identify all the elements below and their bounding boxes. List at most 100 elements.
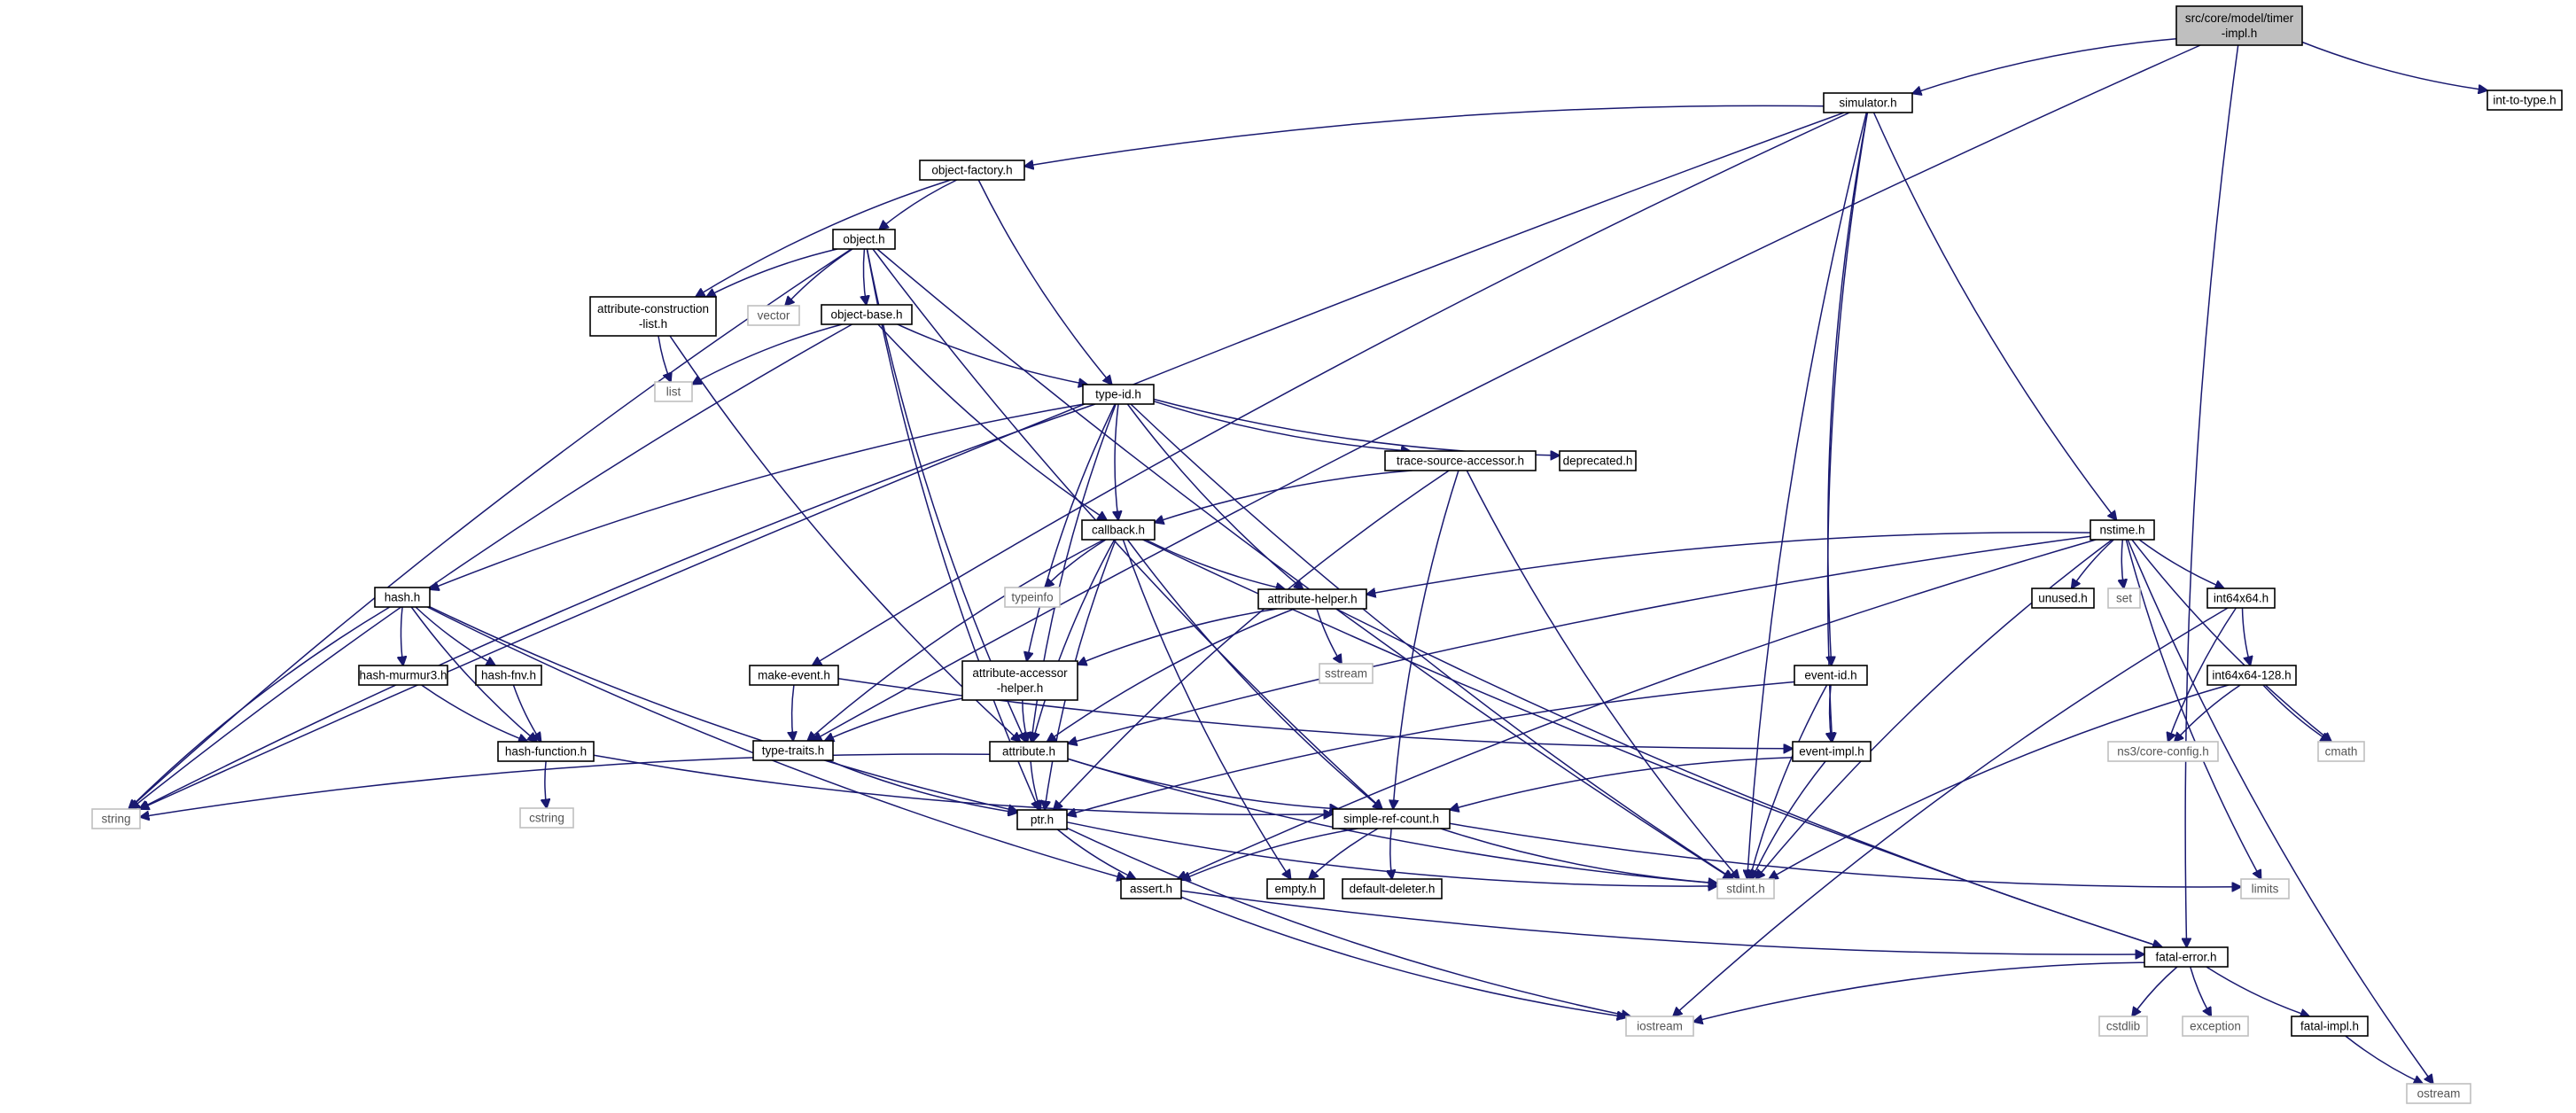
node-hashmurmur[interactable]: hash-murmur3.h — [358, 665, 448, 686]
node-set[interactable]: set — [2107, 588, 2141, 609]
node-box-unused — [2031, 588, 2095, 609]
node-label-vector: vector — [758, 309, 790, 323]
edge-fatalimpl-to-ostream — [2345, 1035, 2423, 1084]
node-ptr[interactable]: ptr.h — [1016, 809, 1068, 830]
edge-root-to-simulator — [1912, 37, 2177, 94]
edge-attribute-to-ptr — [1030, 760, 1040, 810]
node-sstream[interactable]: sstream — [1319, 663, 1374, 684]
node-label-string: string — [101, 813, 130, 826]
edge-object-to-attrconstlist — [706, 248, 838, 297]
node-label-list: list — [666, 385, 681, 399]
node-cstdlib[interactable]: cstdlib — [2098, 1016, 2148, 1037]
node-fatalimpl[interactable]: fatal-impl.h — [2291, 1016, 2369, 1037]
node-hash[interactable]: hash.h — [374, 587, 431, 608]
node-hashfunction[interactable]: hash-function.h — [497, 741, 595, 762]
node-box-cstring — [519, 807, 574, 829]
node-attrconstlist[interactable]: attribute-construction-list.h — [589, 296, 717, 337]
node-label-cstdlib: cstdlib — [2106, 1020, 2140, 1033]
edge-typeid-to-string — [139, 403, 1096, 809]
edge-callback-to-empty — [1122, 539, 1290, 879]
node-attribute[interactable]: attribute.h — [989, 741, 1069, 762]
node-objectfactory[interactable]: object-factory.h — [919, 160, 1025, 181]
node-label-typeinfo: typeinfo — [1011, 591, 1053, 604]
node-simulator[interactable]: simulator.h — [1823, 92, 1913, 113]
edge-eventid-to-ptr — [1067, 681, 1795, 815]
edge-hashfnv-to-hashfunction — [512, 684, 541, 742]
edge-makeevent-to-typetraits — [792, 684, 794, 741]
node-label-attrconstlist-line-1: attribute-construction — [597, 302, 709, 315]
edge-fatalerror-to-cstdlib — [2132, 966, 2178, 1016]
node-eventimpl[interactable]: event-impl.h — [1792, 741, 1872, 762]
node-box-hashfunction — [497, 741, 595, 762]
node-typeinfo[interactable]: typeinfo — [1004, 587, 1061, 608]
edge-simplerefcount-to-defaultdeleter — [1390, 828, 1392, 879]
node-ostream[interactable]: ostream — [2406, 1083, 2471, 1104]
node-label-tracesource: trace-source-accessor.h — [1397, 455, 1524, 468]
node-label-typetraits: type-traits.h — [762, 744, 825, 758]
node-exception[interactable]: exception — [2182, 1016, 2249, 1037]
node-vector[interactable]: vector — [747, 305, 800, 326]
edge-attraccessor-to-typetraits — [825, 697, 963, 741]
node-simplerefcount[interactable]: simple-ref-count.h — [1332, 808, 1451, 829]
node-box-attrhelper — [1257, 588, 1367, 610]
node-box-nstime — [2090, 519, 2155, 541]
node-int64x64[interactable]: int64x64.h — [2206, 588, 2276, 609]
node-box-cstdlib — [2098, 1016, 2148, 1037]
edge-eventimpl-to-stdint — [1752, 760, 1826, 879]
node-string[interactable]: string — [91, 808, 141, 829]
edge-typeid-to-attraccessor — [1027, 403, 1116, 661]
node-stdint[interactable]: stdint.h — [1716, 878, 1775, 899]
edge-objectfactory-to-typeid — [977, 179, 1112, 385]
node-box-hashfnv — [475, 665, 542, 686]
node-layer: src/core/model/timer-impl.h simulator.h in… — [91, 5, 2563, 1104]
edge-int64x64-to-iostream — [1673, 607, 2229, 1016]
node-label-nstime: nstime.h — [2099, 524, 2144, 537]
edge-nstime-to-limits — [2125, 539, 2261, 879]
node-hashfnv[interactable]: hash-fnv.h — [475, 665, 542, 686]
edge-fatalerror-to-iostream — [1693, 961, 2145, 1022]
node-box-ptr — [1016, 809, 1068, 830]
node-tracesource[interactable]: trace-source-accessor.h — [1384, 450, 1537, 471]
edge-objectbase-to-callback — [877, 323, 1107, 520]
node-box-hashmurmur — [358, 665, 448, 686]
edge-simulator-to-eventid — [1828, 112, 1869, 665]
node-typeid[interactable]: type-id.h — [1082, 384, 1155, 405]
node-assert[interactable]: assert.h — [1120, 878, 1182, 899]
node-inttotype[interactable]: int-to-type.h — [2487, 90, 2563, 111]
node-callback[interactable]: callback.h — [1081, 519, 1156, 541]
node-label-empty: empty.h — [1274, 883, 1316, 896]
node-object[interactable]: object.h — [832, 229, 896, 250]
node-cstring[interactable]: cstring — [519, 807, 574, 829]
node-attraccessor[interactable]: attribute-accessor-helper.h — [961, 660, 1078, 701]
node-typetraits[interactable]: type-traits.h — [752, 740, 834, 761]
node-fatalerror[interactable]: fatal-error.h — [2144, 946, 2229, 968]
node-attrhelper[interactable]: attribute-helper.h — [1257, 588, 1367, 610]
edge-objectbase-to-list — [692, 323, 843, 385]
edge-object-to-stdint — [876, 248, 1732, 879]
edge-fatalerror-to-exception — [2189, 966, 2212, 1016]
node-int64x64128[interactable]: int64x64-128.h — [2206, 665, 2297, 686]
node-box-typetraits — [752, 740, 834, 761]
node-makeevent[interactable]: make-event.h — [749, 665, 839, 686]
node-coreconfig[interactable]: ns3/core-config.h — [2107, 741, 2219, 762]
node-root[interactable]: src/core/model/timer-impl.h — [2175, 5, 2303, 46]
node-empty[interactable]: empty.h — [1266, 878, 1325, 899]
node-box-assert — [1120, 878, 1182, 899]
node-label-coreconfig: ns3/core-config.h — [2117, 745, 2209, 759]
edge-hashmurmur-to-hashfunction — [421, 684, 528, 742]
node-cmath[interactable]: cmath — [2317, 741, 2365, 762]
node-deprecated[interactable]: deprecated.h — [1559, 450, 1637, 471]
node-list[interactable]: list — [654, 381, 693, 402]
edge-simplerefcount-to-stdint — [1440, 828, 1717, 883]
edge-typeid-to-deprecated — [1153, 398, 1560, 456]
node-defaultdeleter[interactable]: default-deleter.h — [1342, 878, 1443, 899]
node-nstime[interactable]: nstime.h — [2090, 519, 2155, 541]
edge-nstime-to-unused — [2072, 539, 2114, 588]
node-iostream[interactable]: iostream — [1625, 1016, 1694, 1037]
node-unused[interactable]: unused.h — [2031, 588, 2095, 609]
node-label-exception: exception — [2190, 1020, 2241, 1033]
node-limits[interactable]: limits — [2240, 878, 2290, 899]
node-objectbase[interactable]: object-base.h — [821, 304, 913, 325]
node-eventid[interactable]: event-id.h — [1794, 665, 1868, 686]
node-box-objectbase — [821, 304, 913, 325]
